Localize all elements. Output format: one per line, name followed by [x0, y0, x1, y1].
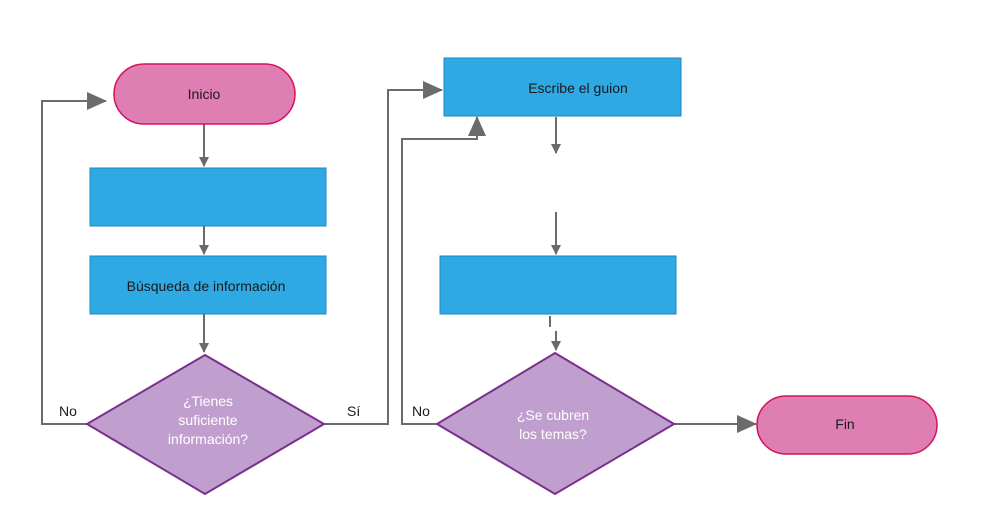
end-node: Fin [756, 395, 938, 455]
decision-info-line-3: información? [168, 431, 248, 447]
research-label: Búsqueda de información [127, 278, 286, 294]
decision-info-line-1: ¿Tienes [183, 393, 233, 409]
connectors [41, 81, 757, 433]
decision-topics-line-2: los temas? [519, 426, 587, 442]
decision-topics-node: ¿Se cubren los temas? [435, 351, 676, 496]
write-script-node: Escribe el guion [443, 57, 682, 117]
decision-topics-line-1: ¿Se cubren [517, 407, 589, 423]
decision-info-node: ¿Tienes suficiente información? [85, 353, 326, 496]
research-node: Búsqueda de información [89, 255, 327, 315]
edge-label-info-yes: Sí [347, 403, 360, 419]
edge-label-topics-no: No [412, 403, 430, 419]
process-blank-1 [89, 167, 327, 227]
write-script-label: Escribe el guion [528, 80, 628, 96]
start-node: Inicio [113, 63, 296, 125]
arrow-decision1-yes [324, 81, 443, 425]
decision-info-line-2: suficiente [178, 412, 237, 428]
edge-label-info-no: No [59, 403, 77, 419]
end-label: Fin [835, 416, 854, 432]
process-blank-2 [439, 255, 677, 315]
start-label: Inicio [188, 86, 221, 102]
arrow-decision2-no-loop [401, 116, 486, 425]
arrow-decision1-no-loop [41, 92, 107, 425]
